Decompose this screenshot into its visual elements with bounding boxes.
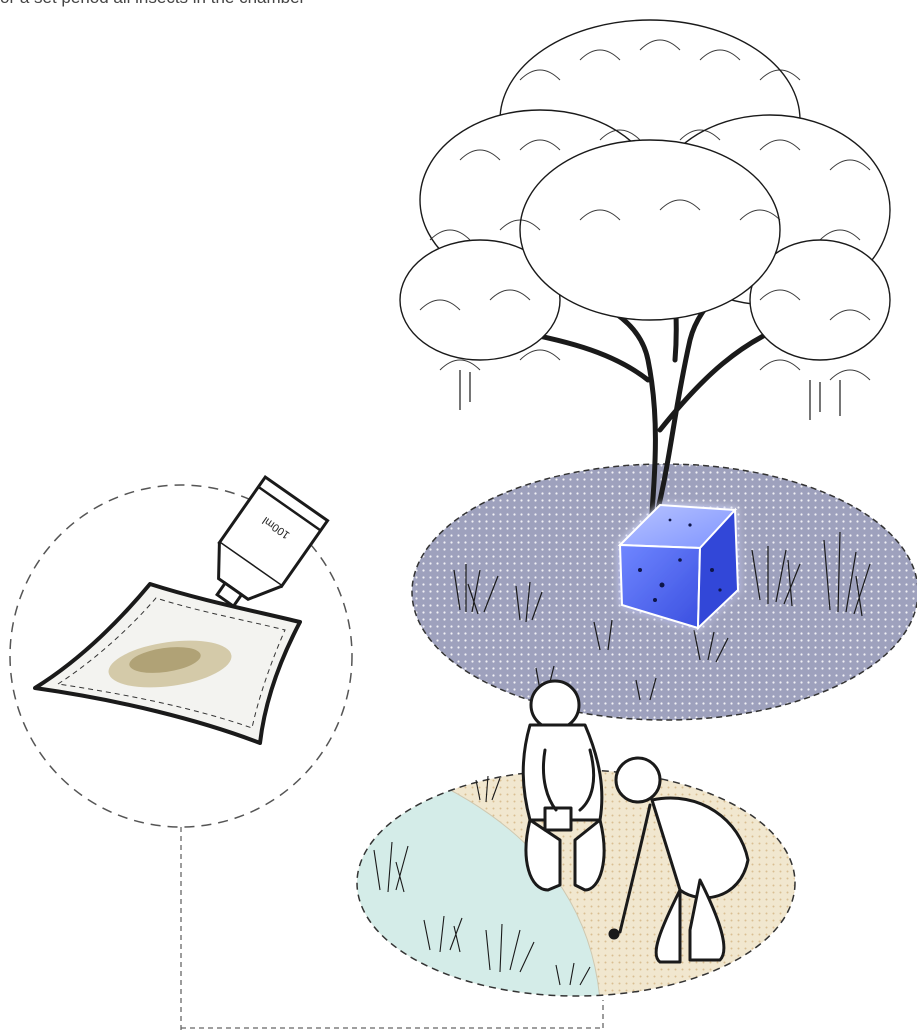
sample-bag xyxy=(35,584,300,743)
